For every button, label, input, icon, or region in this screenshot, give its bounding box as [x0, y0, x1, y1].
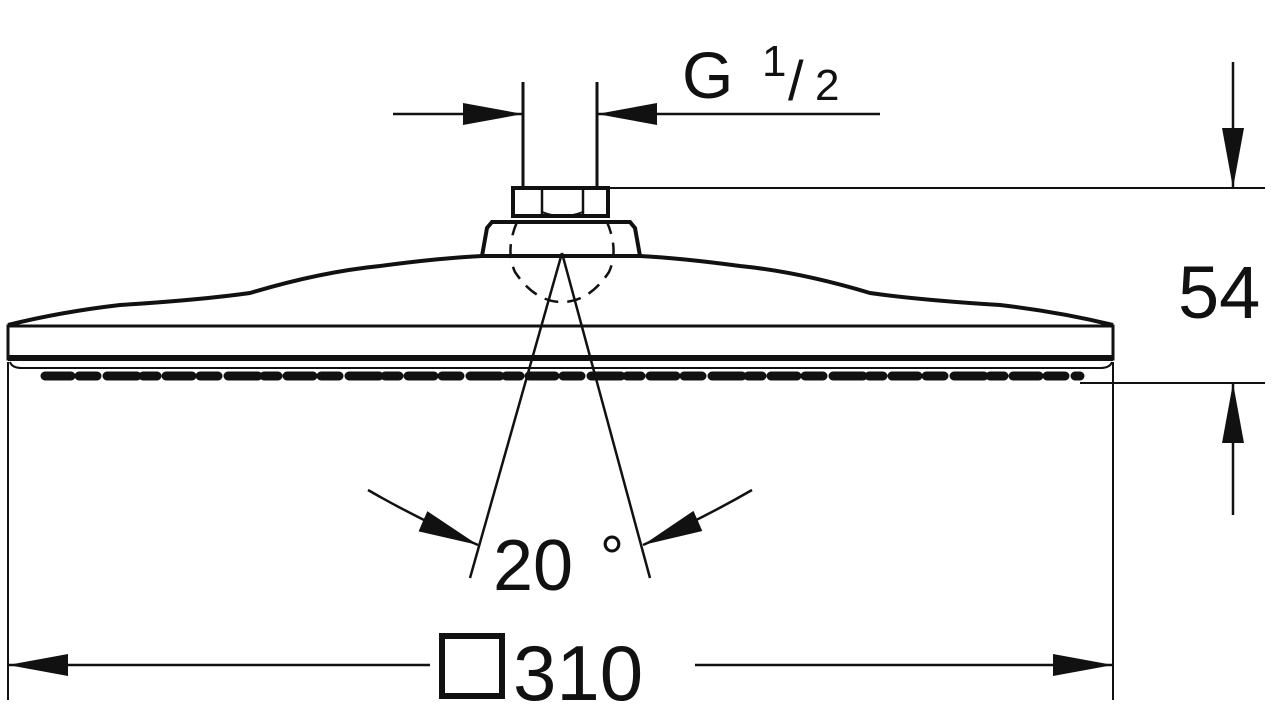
shower-plate: [6, 324, 1115, 361]
spray-angle-line-right: [560, 252, 652, 579]
spray-angle-value: 20: [493, 526, 573, 606]
thread-slash: /: [788, 49, 804, 112]
spray-angle-line-left: [468, 252, 564, 579]
shower-body-top: [7, 254, 1114, 327]
hex-nut: [511, 186, 610, 218]
spray-angle-unit: °: [600, 524, 624, 591]
square-symbol-icon: [439, 633, 505, 699]
height-dimension-label: 54: [1178, 251, 1260, 334]
thread-letter: G: [682, 38, 733, 112]
ball-joint-hidden-outline: [509, 221, 615, 304]
angle-arrow-left: [367, 488, 479, 547]
angle-arrow-right: [642, 488, 753, 547]
width-dimension-label: 310: [513, 629, 643, 713]
ball-joint-collar: [480, 220, 642, 257]
thread-denominator: 2: [815, 61, 839, 110]
thread-numerator: 1: [762, 37, 786, 86]
